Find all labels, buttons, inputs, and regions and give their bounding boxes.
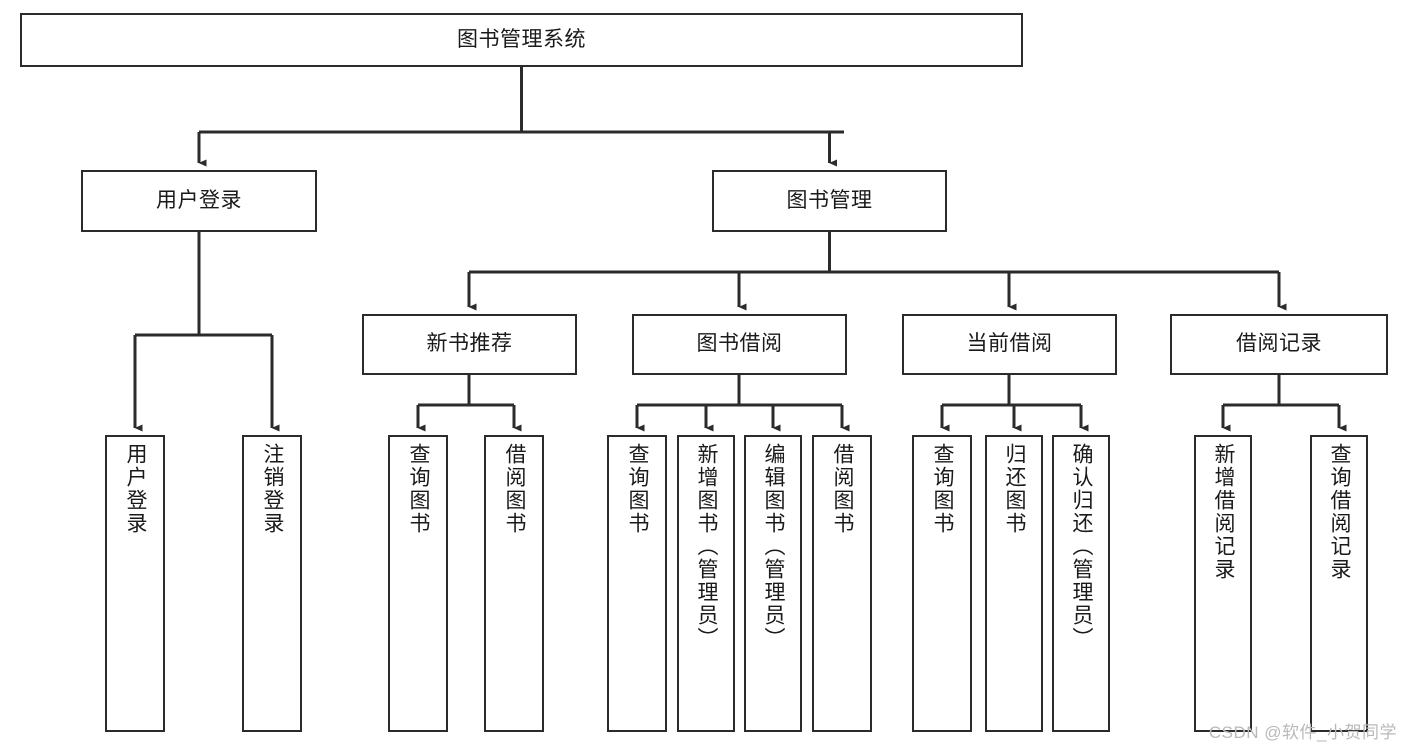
node-current-borrow[interactable]: 当前借阅 <box>902 314 1117 375</box>
node-leaf-edit-book-admin-label: 编辑图书（管理员） <box>762 443 786 650</box>
node-borrow-record[interactable]: 借阅记录 <box>1170 314 1388 375</box>
node-leaf-confirm-return-admin[interactable]: 确认归还（管理员） <box>1052 435 1110 732</box>
node-leaf-query-book-borrow[interactable]: 查询图书 <box>607 435 667 732</box>
node-leaf-confirm-return-admin-label: 确认归还（管理员） <box>1070 443 1094 650</box>
node-new-book-recommend-label: 新书推荐 <box>426 332 513 356</box>
node-leaf-add-borrow-record-label: 新增借阅记录 <box>1212 443 1236 581</box>
node-book-borrow[interactable]: 图书借阅 <box>632 314 847 375</box>
node-leaf-add-borrow-record[interactable]: 新增借阅记录 <box>1194 435 1252 732</box>
node-current-borrow-label: 当前借阅 <box>966 332 1053 356</box>
node-leaf-add-book-admin-label: 新增图书（管理员） <box>695 443 719 650</box>
node-leaf-query-borrow-record[interactable]: 查询借阅记录 <box>1310 435 1368 732</box>
node-new-book-recommend[interactable]: 新书推荐 <box>362 314 577 375</box>
node-leaf-user-login[interactable]: 用户登录 <box>105 435 165 732</box>
node-leaf-borrow-book-recommend[interactable]: 借阅图书 <box>484 435 544 732</box>
node-leaf-query-book-borrow-label: 查询图书 <box>626 443 650 535</box>
node-leaf-logout-login-label: 注销登录 <box>261 443 285 535</box>
node-leaf-query-book-recommend[interactable]: 查询图书 <box>388 435 448 732</box>
node-book-management[interactable]: 图书管理 <box>712 170 947 232</box>
node-book-borrow-label: 图书借阅 <box>696 332 783 356</box>
node-leaf-query-book-current-label: 查询图书 <box>931 443 955 535</box>
node-leaf-borrow-book-label: 借阅图书 <box>831 443 855 535</box>
node-book-management-label: 图书管理 <box>786 188 873 212</box>
node-user-login[interactable]: 用户登录 <box>81 170 317 232</box>
node-leaf-query-book-recommend-label: 查询图书 <box>407 443 431 535</box>
node-leaf-add-book-admin[interactable]: 新增图书（管理员） <box>677 435 735 732</box>
node-user-login-label: 用户登录 <box>156 188 242 212</box>
node-root[interactable]: 图书管理系统 <box>20 13 1023 67</box>
node-leaf-return-book[interactable]: 归还图书 <box>985 435 1043 732</box>
node-leaf-return-book-label: 归还图书 <box>1003 443 1027 535</box>
node-root-label: 图书管理系统 <box>457 27 586 51</box>
node-leaf-query-book-current[interactable]: 查询图书 <box>912 435 972 732</box>
node-leaf-borrow-book[interactable]: 借阅图书 <box>812 435 872 732</box>
node-leaf-query-borrow-record-label: 查询借阅记录 <box>1328 443 1352 581</box>
node-leaf-logout-login[interactable]: 注销登录 <box>242 435 302 732</box>
watermark-text: CSDN @软件_小贺同学 <box>1208 723 1397 742</box>
node-leaf-borrow-book-recommend-label: 借阅图书 <box>503 443 527 535</box>
node-leaf-edit-book-admin[interactable]: 编辑图书（管理员） <box>744 435 802 732</box>
node-borrow-record-label: 借阅记录 <box>1236 332 1322 356</box>
node-leaf-user-login-label: 用户登录 <box>124 443 148 535</box>
